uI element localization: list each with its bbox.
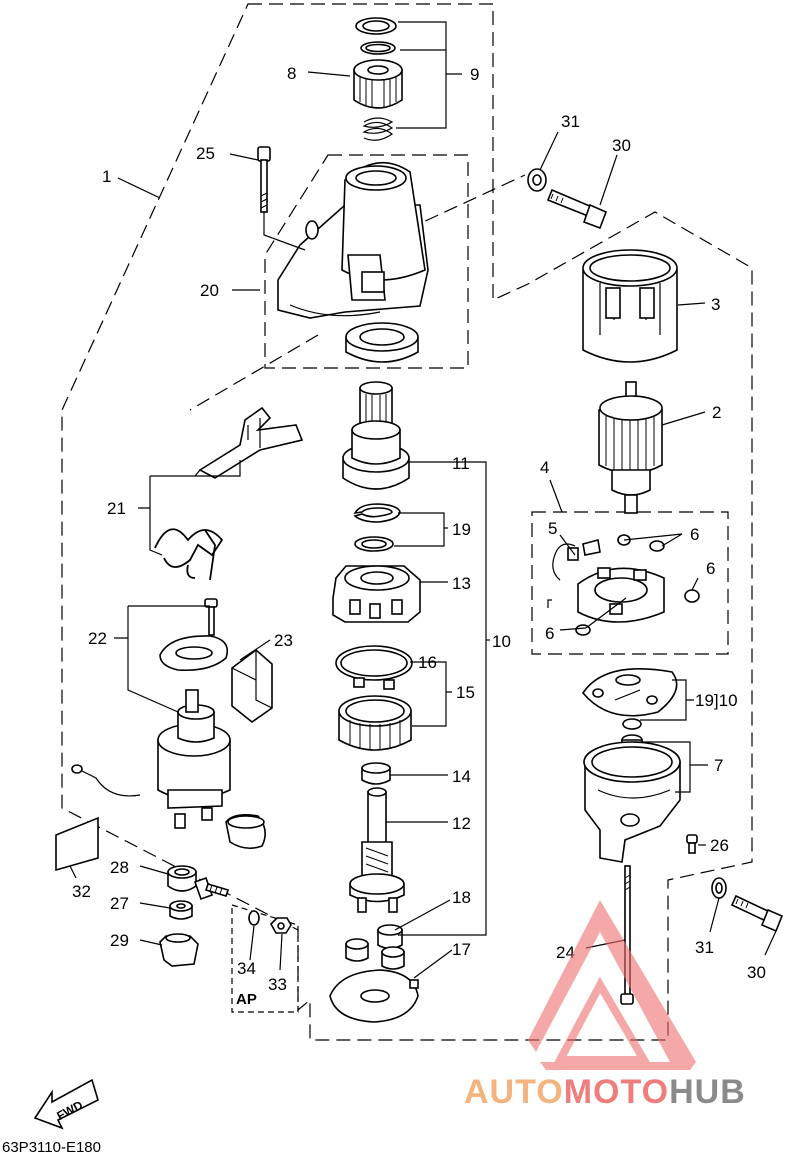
spring-clip-21 (154, 528, 224, 581)
brush-plate (582, 668, 678, 717)
through-bolt-24 (620, 865, 634, 1005)
callout-9: 9 (470, 65, 479, 84)
nut-27 (169, 900, 193, 920)
washer-31-top (527, 168, 547, 192)
callout-1: 1 (102, 167, 111, 186)
solenoid-gasket (159, 635, 229, 672)
callout-33: 33 (268, 975, 287, 994)
callout-5: 5 (548, 519, 557, 538)
callout-31b: 31 (695, 938, 714, 957)
callout-6a: 6 (690, 525, 699, 544)
grommet-28 (167, 865, 197, 892)
plate-17 (329, 969, 419, 1023)
callout-8: 8 (287, 64, 296, 83)
diagram-code: 63P3110-E180 (2, 1139, 101, 1155)
svg-text:AUTOMOTOHUB: AUTOMOTOHUB (464, 1073, 746, 1111)
callout-19: 19 (452, 520, 471, 539)
callout-2: 2 (712, 403, 721, 422)
internal-gear-15 (338, 695, 412, 751)
bushing-14 (361, 762, 391, 785)
spring (362, 117, 394, 141)
solenoid-screw (204, 598, 218, 636)
small-clip (360, 41, 396, 55)
nut-33 (270, 917, 292, 934)
solenoid-22 (71, 689, 231, 829)
gear-housing-13 (332, 565, 421, 623)
o-ring-16 (335, 645, 413, 690)
shift-lever-21 (198, 406, 304, 479)
planet-gears-18 (345, 924, 405, 970)
snap-ring-19 (353, 503, 401, 523)
callout-10b: 19]10 (695, 691, 738, 710)
watermark-brand: AUTOMOTOHUB (464, 1073, 746, 1111)
output-shaft-12 (349, 787, 405, 913)
washer-31-bottom (711, 877, 727, 899)
callout-30b: 30 (747, 963, 766, 982)
callout-27: 27 (110, 894, 129, 913)
leader-lines (69, 21, 777, 979)
washer-19 (354, 536, 394, 552)
bolt-30-top (546, 188, 608, 230)
bolt-25 (257, 146, 271, 213)
callout-11: 11 (452, 454, 470, 473)
callout-23: 23 (274, 631, 293, 650)
assembly-boundary-1 (61, 3, 753, 1041)
callout-14: 14 (452, 767, 471, 786)
callout-12: 12 (452, 814, 471, 833)
callout-18: 18 (452, 888, 471, 907)
callout-34: 34 (237, 959, 256, 978)
callout-6c: 6 (545, 624, 554, 643)
yoke-3 (582, 249, 678, 363)
watermark-auto: AUTO (464, 1073, 564, 1111)
callout-6b: 6 (706, 559, 715, 578)
clutch-shaft-11 (342, 381, 410, 490)
callout-13: 13 (452, 574, 471, 593)
upper-housing-20 (277, 161, 429, 319)
callout-7: 7 (714, 756, 723, 775)
armature-2 (598, 381, 663, 514)
callout-16: 16 (418, 653, 437, 672)
callout-30a: 30 (612, 136, 631, 155)
plate-washer (622, 718, 642, 730)
callout-26: 26 (710, 836, 729, 855)
callout-17: 17 (452, 940, 471, 959)
callout-20: 20 (200, 281, 219, 300)
callout-21: 21 (107, 499, 126, 518)
fwd-arrow-icon (33, 1078, 99, 1130)
callout-15: 15 (456, 683, 475, 702)
callout-31a: 31 (561, 112, 580, 131)
rear-cover-7 (583, 734, 681, 863)
callout-4: 4 (540, 458, 549, 477)
bearing (345, 322, 419, 363)
seal-ring (355, 17, 397, 35)
watermark-moto: MOTO (564, 1073, 669, 1111)
screw-26 (686, 834, 698, 854)
cap-29 (159, 933, 199, 967)
callout-28: 28 (110, 858, 129, 877)
bolt-30-bottom (730, 894, 784, 933)
callout-29: 29 (110, 931, 129, 950)
ap-label: AP (236, 991, 257, 1008)
label-32 (55, 816, 99, 872)
watermark-triangle-icon (528, 900, 696, 1070)
watermark-hub: HUB (669, 1073, 746, 1111)
brush-holder-4 (547, 534, 700, 636)
callout-22: 22 (88, 629, 107, 648)
callout-25: 25 (196, 144, 215, 163)
callout-24: 24 (556, 943, 575, 962)
washer-34 (248, 910, 260, 926)
terminal-bolt (193, 876, 230, 901)
callout-3: 3 (711, 295, 720, 314)
callout-10a: 10 (492, 632, 511, 651)
watermark-logo (528, 900, 696, 1070)
boot-23 (231, 648, 273, 723)
callout-32: 32 (72, 882, 91, 901)
boot-small (225, 814, 266, 850)
pinion-gear-8 (353, 59, 403, 109)
